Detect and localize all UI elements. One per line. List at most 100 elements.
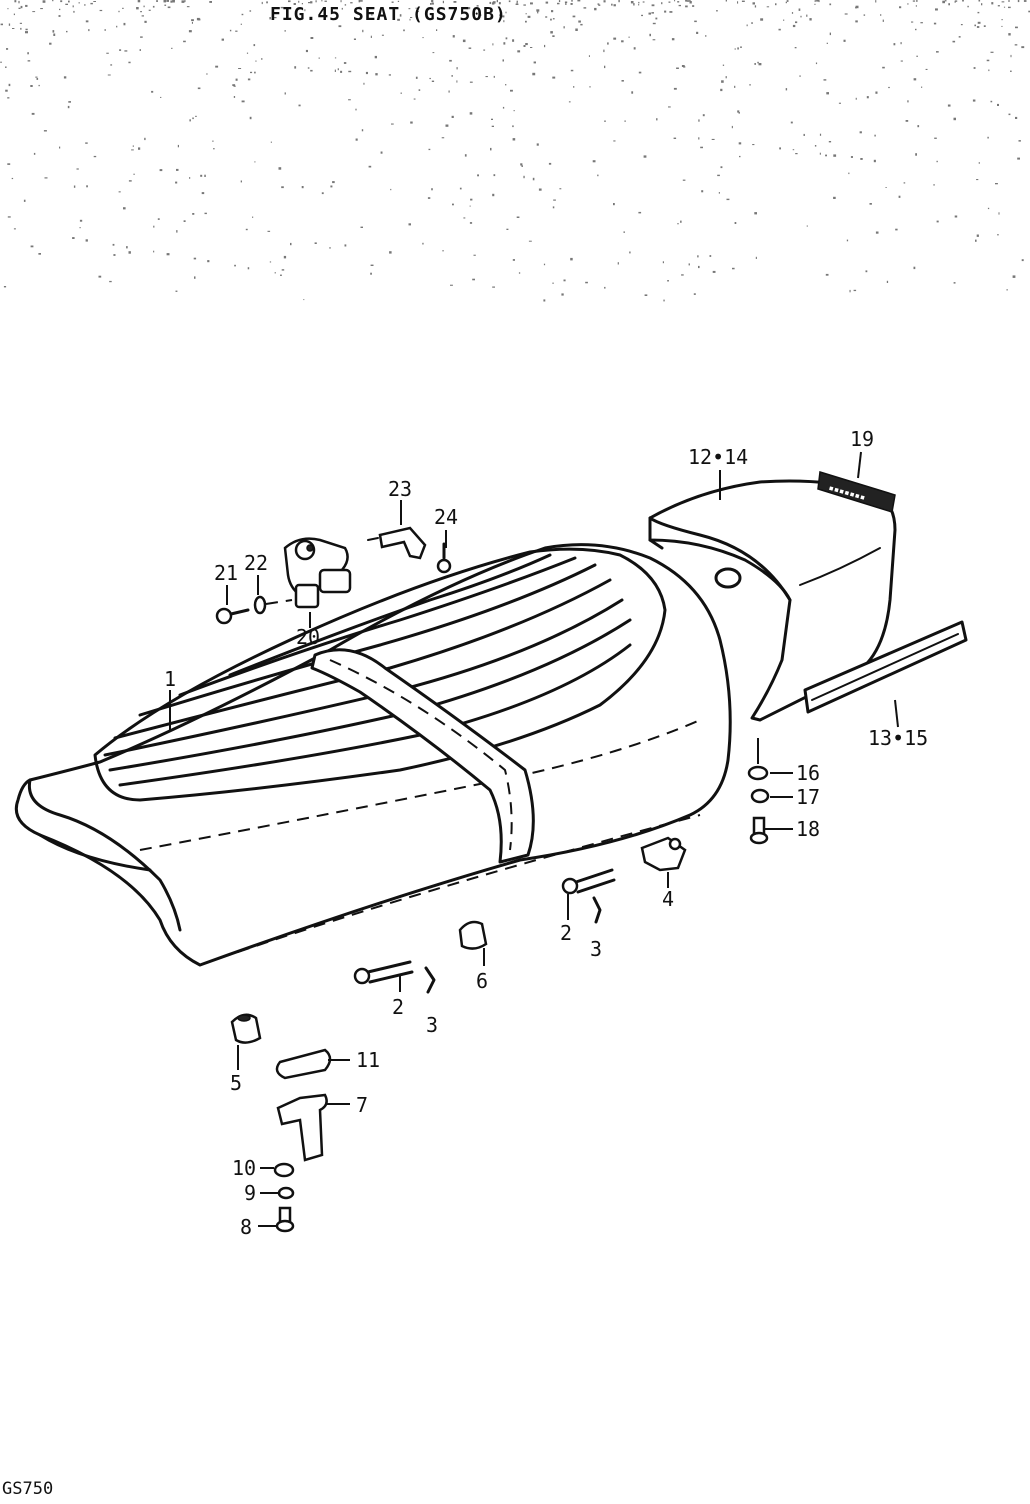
callout-21: 21 xyxy=(214,561,238,585)
scan-speck xyxy=(1028,10,1030,13)
scan-speck xyxy=(694,20,697,23)
scan-speck xyxy=(126,246,128,249)
scan-speck xyxy=(570,3,573,5)
scan-speck xyxy=(671,38,675,41)
scan-speck xyxy=(737,1,739,4)
scan-speck xyxy=(621,80,624,82)
scan-speck xyxy=(545,1,549,4)
scan-speck xyxy=(391,1,394,3)
scan-speck xyxy=(477,174,479,177)
scan-speck xyxy=(60,0,63,3)
scan-speck xyxy=(502,59,504,62)
scan-speck xyxy=(310,1,313,4)
scan-speck xyxy=(990,51,994,53)
scan-speck xyxy=(775,3,777,6)
scan-speck xyxy=(284,92,286,95)
scan-speck xyxy=(664,10,667,13)
callout-7: 7 xyxy=(356,1093,368,1117)
scan-speck xyxy=(360,226,363,228)
scan-speck xyxy=(67,105,70,109)
scan-speck xyxy=(36,78,39,80)
scan-speck xyxy=(143,5,145,8)
scan-speck xyxy=(701,190,704,193)
scan-speck xyxy=(499,14,502,17)
scan-speck xyxy=(667,280,669,282)
scan-speck xyxy=(855,97,857,100)
scan-speck xyxy=(491,2,495,5)
scan-speck xyxy=(552,18,555,20)
scan-speck xyxy=(157,218,160,220)
scan-speck xyxy=(563,279,566,282)
scan-speck xyxy=(508,0,511,3)
scan-speck xyxy=(803,133,805,136)
scan-speck xyxy=(397,18,400,21)
scan-speck xyxy=(298,0,300,3)
scan-speck xyxy=(633,47,636,50)
scan-speck xyxy=(512,138,516,141)
scan-speck xyxy=(8,83,11,87)
scan-speck xyxy=(261,1,263,5)
scan-speck xyxy=(677,1,680,3)
scan-speck xyxy=(880,14,882,16)
callout-3: 3 xyxy=(426,1013,438,1037)
scan-speck xyxy=(334,69,336,72)
scan-speck xyxy=(160,96,162,98)
callout-8: 8 xyxy=(240,1215,252,1239)
scan-speck xyxy=(152,5,155,8)
scan-speck xyxy=(655,17,658,20)
scan-speck xyxy=(20,5,23,9)
scan-speck xyxy=(245,228,248,231)
lock-bolt xyxy=(215,607,250,625)
scan-speck xyxy=(290,242,292,246)
scan-speck xyxy=(557,2,560,5)
scan-speck xyxy=(353,38,356,40)
scan-speck xyxy=(25,31,28,34)
callout-2: 2 xyxy=(560,921,572,945)
scan-speck xyxy=(138,147,141,150)
scan-speck xyxy=(348,99,351,101)
scan-speck xyxy=(844,13,848,15)
scan-speck xyxy=(254,71,256,74)
scan-speck xyxy=(7,97,10,99)
scan-speck xyxy=(321,0,323,2)
scan-speck xyxy=(1015,26,1018,29)
scan-speck xyxy=(241,13,244,16)
scan-speck xyxy=(303,299,305,301)
scan-speck xyxy=(577,0,581,2)
scan-speck xyxy=(552,206,555,209)
scan-speck xyxy=(829,32,831,36)
scan-speck xyxy=(933,184,935,186)
scan-speck xyxy=(520,163,523,166)
scan-speck xyxy=(585,281,588,284)
scan-speck xyxy=(240,180,242,183)
scan-speck xyxy=(30,85,33,87)
scan-speck xyxy=(676,67,679,69)
scan-speck xyxy=(229,29,232,32)
scan-speck xyxy=(893,43,896,46)
scan-speck xyxy=(308,2,311,4)
scan-speck xyxy=(545,16,548,18)
scan-speck xyxy=(903,182,906,184)
scan-speck xyxy=(597,174,599,177)
scan-speck xyxy=(5,89,8,92)
scan-speck xyxy=(1021,46,1025,49)
scan-speck xyxy=(298,104,301,107)
scan-speck xyxy=(198,18,201,21)
scan-speck xyxy=(429,77,431,80)
scan-speck xyxy=(592,160,596,163)
scan-speck xyxy=(739,155,741,158)
scan-speck xyxy=(43,130,47,132)
scan-speck xyxy=(997,103,999,106)
scan-speck xyxy=(668,106,671,108)
scan-speck xyxy=(1008,113,1011,116)
scan-speck xyxy=(815,0,818,2)
scan-speck xyxy=(490,147,492,151)
scan-speck xyxy=(341,7,343,10)
scan-speck xyxy=(52,0,54,2)
scan-speck xyxy=(976,179,979,181)
scan-speck xyxy=(709,255,712,257)
scan-speck xyxy=(7,8,9,10)
scan-speck xyxy=(512,39,515,42)
scan-speck xyxy=(166,0,169,2)
scan-speck xyxy=(315,0,317,3)
